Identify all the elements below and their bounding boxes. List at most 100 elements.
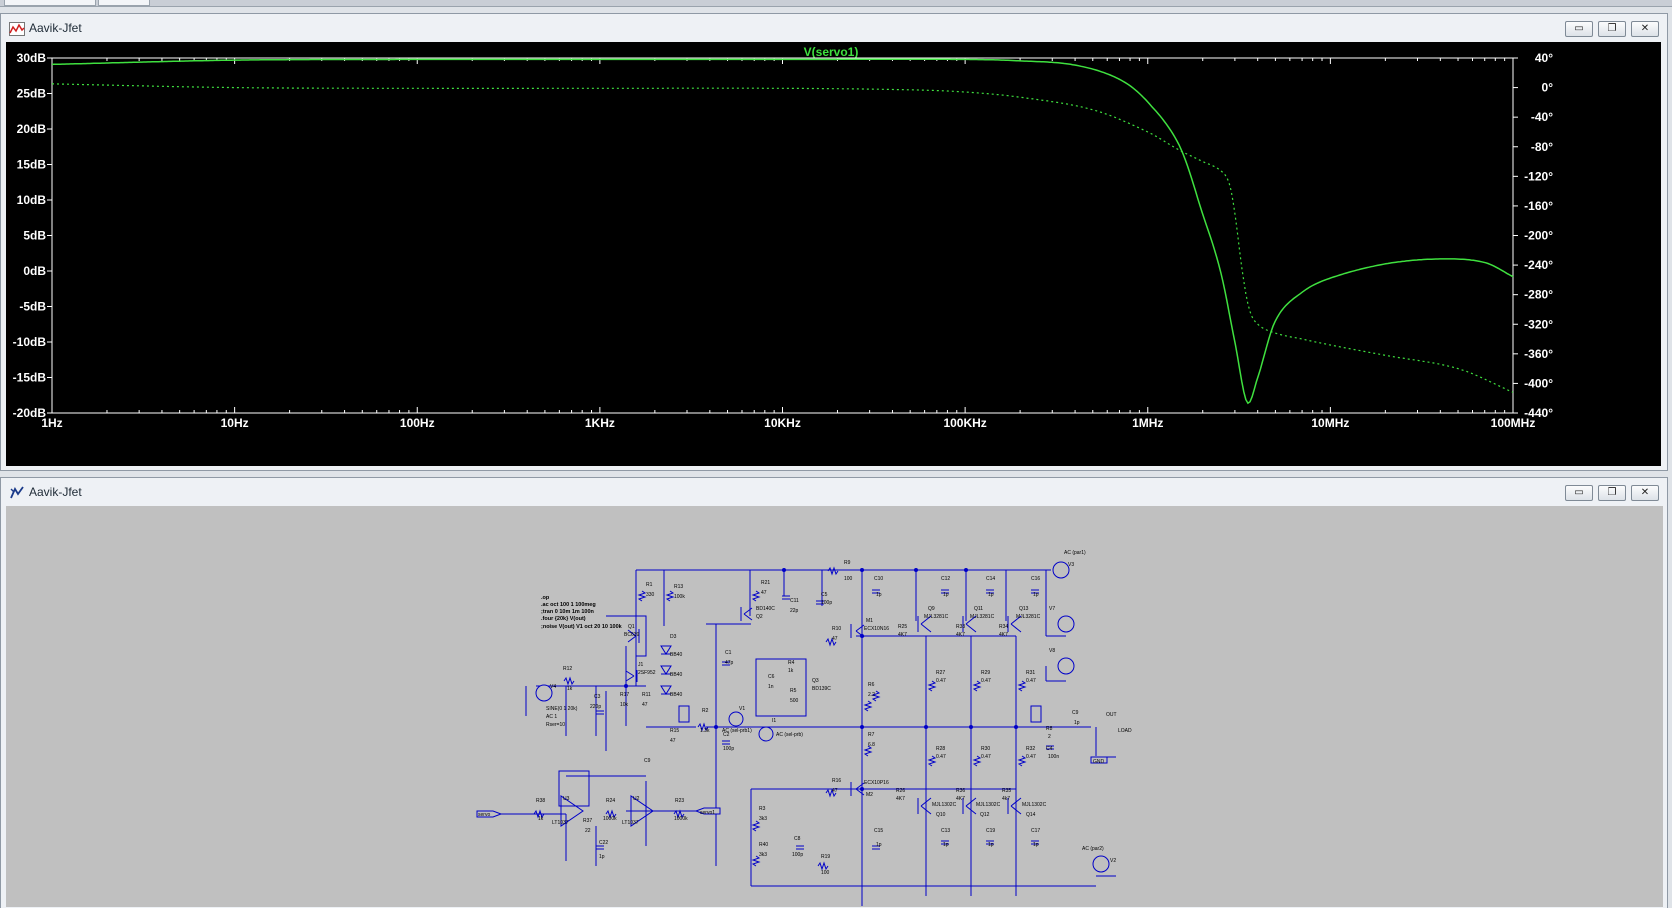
component-value[interactable]: 4k7 <box>1002 796 1010 802</box>
component-value[interactable]: 6.8 <box>868 742 875 748</box>
component-value[interactable]: 1000k <box>603 816 617 822</box>
component-label[interactable]: R26 <box>896 788 905 794</box>
component-label[interactable]: R3 <box>759 806 766 812</box>
component-label[interactable]: BB40 <box>670 672 682 678</box>
component-value[interactable]: 1p <box>1033 592 1039 598</box>
component-label[interactable]: C16 <box>1031 576 1040 582</box>
net-label-servo1[interactable]: servo1 <box>700 810 715 816</box>
component-value[interactable]: 2 <box>1048 734 1051 740</box>
waveform-titlebar[interactable]: Aavik-Jfet ▭ ❐ ✕ <box>1 14 1667 44</box>
component-value[interactable]: 100n <box>1048 754 1059 760</box>
component-label[interactable]: R35 <box>1002 788 1011 794</box>
component-label[interactable]: MJL3281C <box>1016 614 1041 620</box>
component-value[interactable]: 0.47 <box>1026 754 1036 760</box>
component-label[interactable]: R37 <box>583 818 592 824</box>
component-value[interactable]: 0.47 <box>981 754 991 760</box>
component-label[interactable]: Q14 <box>1026 812 1036 818</box>
component-label[interactable]: C8 <box>794 836 801 842</box>
component-label[interactable]: LT1037 <box>622 820 639 826</box>
component-value[interactable]: Rser=10 <box>546 722 565 728</box>
component-label[interactable]: V1 <box>739 706 745 712</box>
component-label[interactable]: MJL1302C <box>976 802 1001 808</box>
component-label[interactable]: R7 <box>868 732 875 738</box>
component-value[interactable]: 330 <box>646 592 655 598</box>
component-value[interactable]: 1p <box>1033 842 1039 848</box>
component-label[interactable]: C12 <box>941 576 950 582</box>
component-value[interactable]: AC (par1) <box>1064 550 1086 556</box>
minimize-button[interactable]: ▭ <box>1565 21 1593 37</box>
component-value[interactable]: 1000k <box>674 816 688 822</box>
voltage-source-v4[interactable] <box>535 684 553 702</box>
component-label[interactable]: C10 <box>874 576 883 582</box>
component-label[interactable]: R1 <box>646 582 653 588</box>
component-label[interactable]: C22 <box>599 840 608 846</box>
component-label[interactable]: R21 <box>761 580 770 586</box>
tab-strip-tab[interactable] <box>98 0 150 6</box>
component-value[interactable]: 4K7 <box>999 632 1008 638</box>
component-label[interactable]: BD140C <box>756 606 775 612</box>
component-label[interactable]: R28 <box>936 746 945 752</box>
component-label[interactable]: 2SF952 <box>638 670 656 676</box>
component-value[interactable]: 1p <box>988 592 994 598</box>
component-value[interactable]: 100p <box>792 852 803 858</box>
component-value[interactable]: AC (sel-prb) <box>776 732 803 738</box>
component-value[interactable]: 3k3 <box>759 816 767 822</box>
component-label[interactable]: C6 <box>768 674 775 680</box>
component-label[interactable]: Q11 <box>974 606 983 612</box>
component-label[interactable]: R16 <box>832 778 841 784</box>
phase-trace[interactable] <box>52 83 1514 393</box>
component-value[interactable]: 100p <box>821 600 832 606</box>
directive-line[interactable]: ;noise V(out) V1 oct 20 10 100k <box>541 624 623 630</box>
component-value[interactable]: 1p <box>876 842 882 848</box>
component-label[interactable]: C3 <box>594 694 601 700</box>
component-value[interactable]: 4K7 <box>896 796 905 802</box>
component-value[interactable]: 1n <box>768 684 774 690</box>
voltage-source-v7[interactable] <box>1057 615 1075 633</box>
component-label[interactable]: V8 <box>1049 648 1055 654</box>
component-label[interactable]: R4 <box>788 660 795 666</box>
component-label[interactable]: MJL3281C <box>924 614 949 620</box>
component-label[interactable]: M1 <box>866 618 873 624</box>
component-value[interactable]: 1.3k <box>700 728 710 734</box>
component-label[interactable]: BB40 <box>670 692 682 698</box>
component-label[interactable]: Q3 <box>812 678 819 684</box>
component-label[interactable]: C19 <box>986 828 995 834</box>
component-label[interactable]: R11 <box>642 692 651 698</box>
component-label[interactable]: R27 <box>936 670 945 676</box>
directive-line[interactable]: .op <box>541 595 550 601</box>
component-label[interactable]: C1 <box>725 650 732 656</box>
net-label-servo[interactable]: servo <box>478 812 490 818</box>
voltage-source-v1[interactable] <box>728 711 744 727</box>
close-button[interactable]: ✕ <box>1631 485 1659 501</box>
component-value[interactable]: 47 <box>670 738 676 744</box>
component-label[interactable]: C9 <box>644 758 651 764</box>
component-label[interactable]: R5 <box>790 688 797 694</box>
component-label[interactable]: R2 <box>702 708 709 714</box>
component-value[interactable]: 3k3 <box>759 852 767 858</box>
component-value[interactable]: 2.2 <box>868 692 875 698</box>
component-label[interactable]: C13 <box>941 828 950 834</box>
component-value[interactable]: AC 1 <box>546 714 557 720</box>
component-label[interactable]: R31 <box>1026 670 1035 676</box>
component-label[interactable]: C9 <box>1072 710 1079 716</box>
component-label[interactable]: BB40 <box>670 652 682 658</box>
component-label[interactable]: R30 <box>981 746 990 752</box>
directive-line[interactable]: ;tran 0 10m 1m 100n <box>541 609 595 615</box>
component-label[interactable]: J1 <box>638 662 644 668</box>
component-label[interactable]: C4 <box>1046 746 1053 752</box>
component-label[interactable]: R15 <box>670 728 679 734</box>
schematic-titlebar[interactable]: Aavik-Jfet ▭ ❐ ✕ <box>1 478 1667 508</box>
component-label[interactable]: R19 <box>821 854 830 860</box>
component-label[interactable]: R6 <box>868 682 875 688</box>
component-label[interactable]: C15 <box>874 828 883 834</box>
component-value[interactable]: 47p <box>725 660 734 666</box>
component-label[interactable]: C2 <box>723 732 730 738</box>
component-label[interactable]: V2 <box>1110 858 1116 864</box>
component-label[interactable]: V4 <box>550 684 556 690</box>
component-label[interactable]: R36 <box>956 788 965 794</box>
component-value[interactable]: 1p <box>599 854 605 860</box>
component-value[interactable]: AC (par2) <box>1082 846 1104 852</box>
component-label[interactable]: V7 <box>1049 606 1055 612</box>
component-value[interactable]: 1p <box>1074 720 1080 726</box>
